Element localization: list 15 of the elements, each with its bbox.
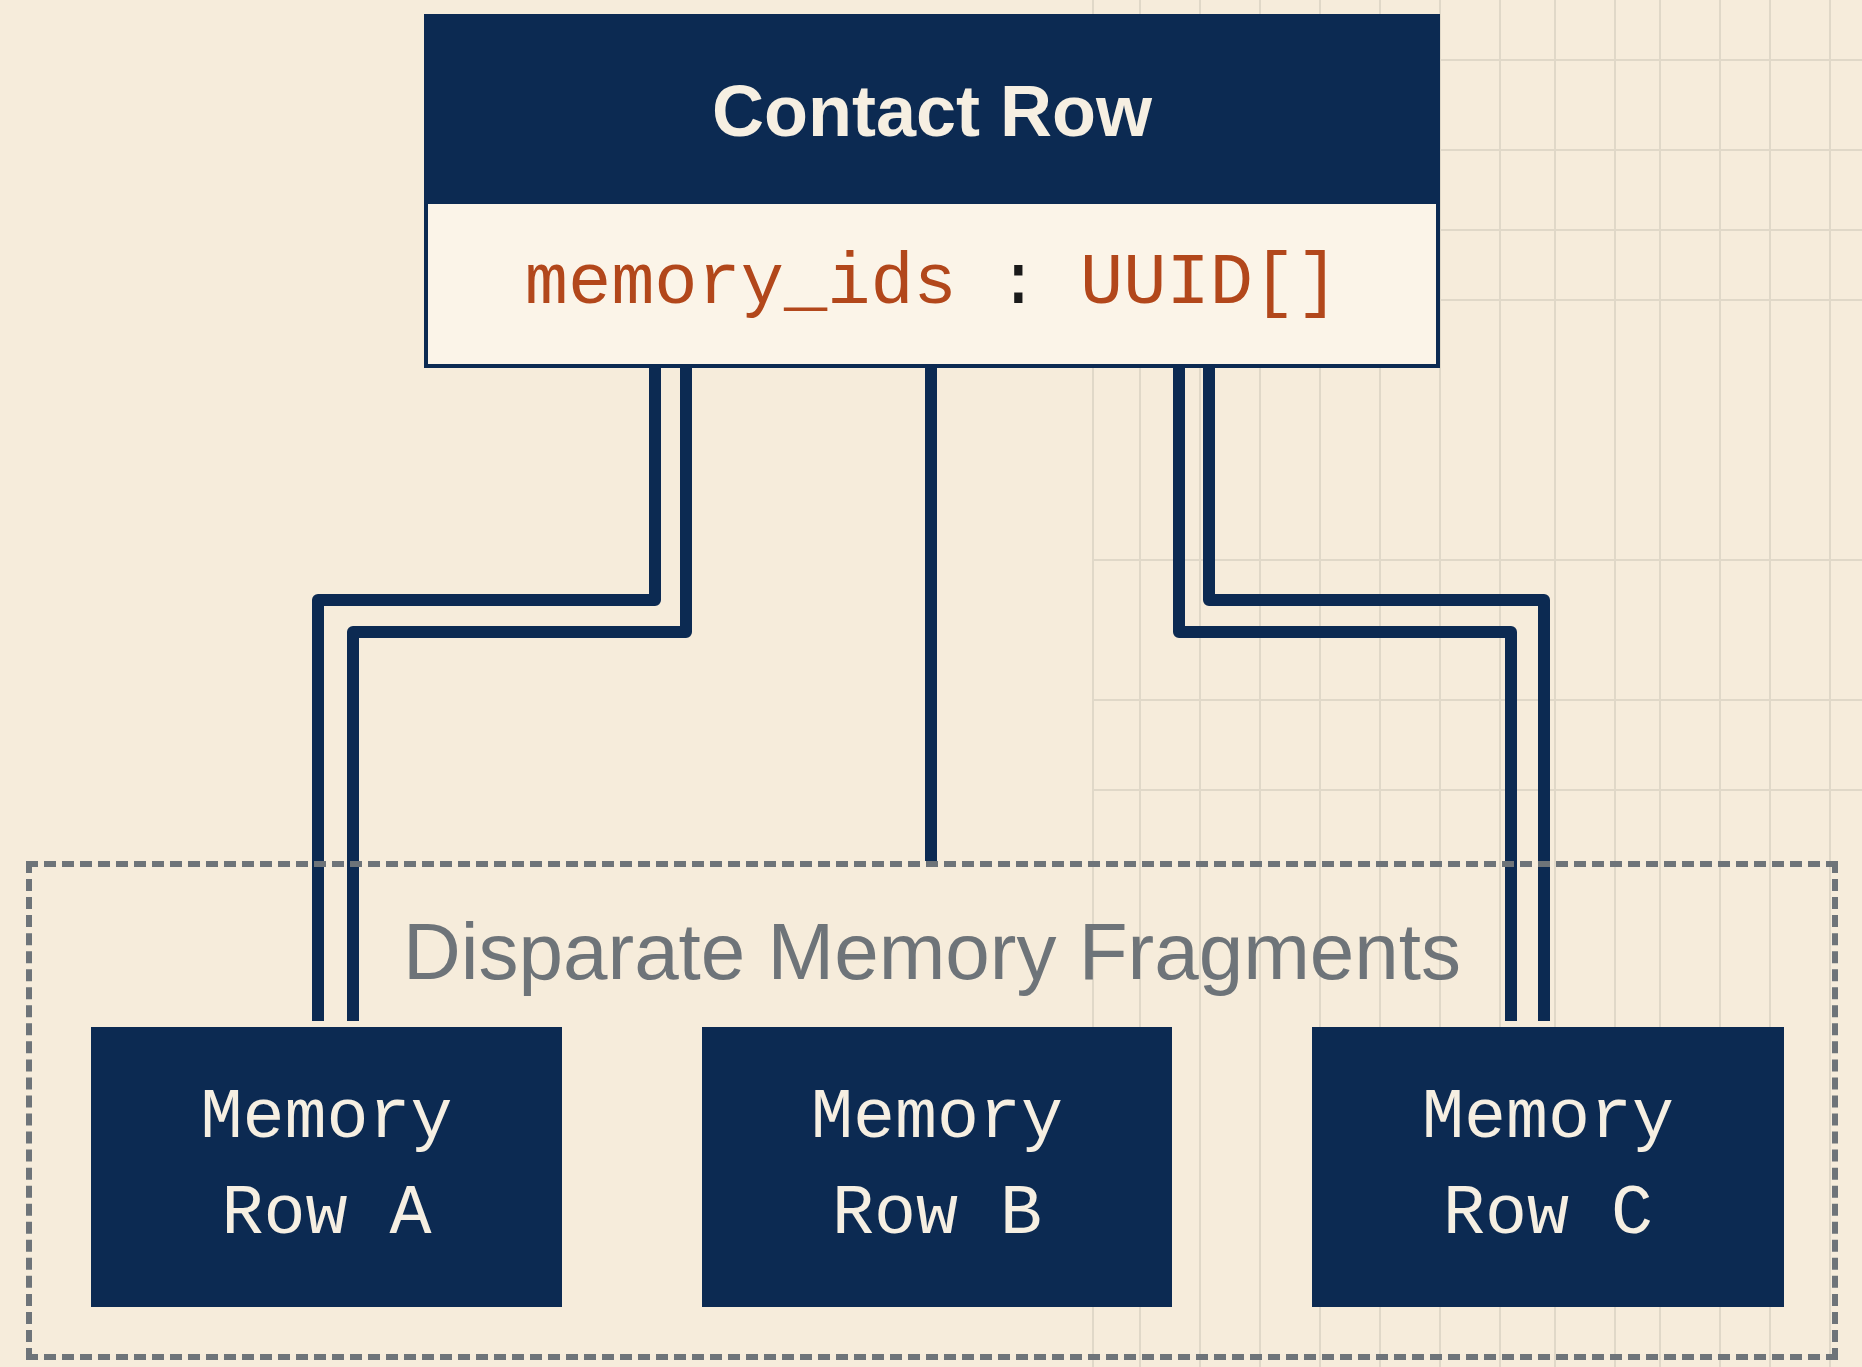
memory-row-box: Memory Row C [1312, 1027, 1784, 1307]
entity-table [424, 14, 1440, 368]
connector-line [1203, 368, 1550, 1021]
memory-row-box: Memory Row B [702, 1027, 1172, 1307]
connector-line [925, 368, 937, 861]
connector-line [347, 368, 692, 1021]
field-type: UUID[] [1080, 242, 1340, 327]
connector-line [1173, 368, 1517, 1021]
group-label: Disparate Memory Fragments [402, 906, 1462, 998]
table-title: Contact Row [712, 70, 1152, 153]
dashed-group-frame [26, 861, 1838, 1360]
type-separator: : [996, 242, 1040, 327]
connector-line [312, 368, 661, 1021]
memory-row-box: Memory Row A [91, 1027, 562, 1307]
field-name: memory_ids [524, 242, 957, 327]
